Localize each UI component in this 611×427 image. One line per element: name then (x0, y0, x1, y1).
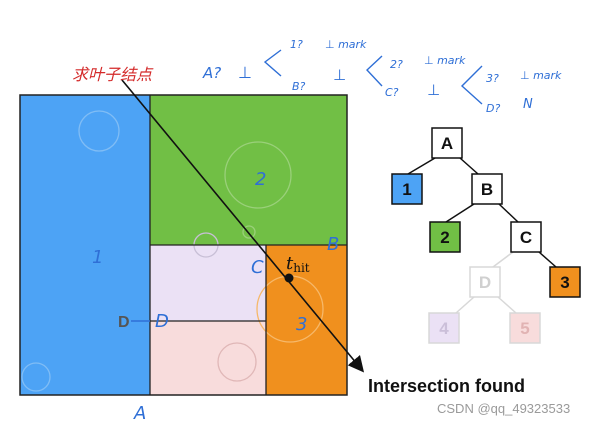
handwritten-notes: 求叶子结点 A? ⊥ 1? ⊥ mark B? ⊥ 2? ⊥ mark C? ⊥… (72, 38, 562, 115)
note-C-null: ⊥ (427, 81, 440, 99)
node-label: D (479, 273, 491, 292)
region-4-lavender (150, 245, 266, 321)
note-brace (366, 55, 383, 87)
node-box (469, 266, 501, 298)
tree-node-A: A (431, 127, 463, 159)
object-circle (224, 141, 292, 209)
object-circle (21, 362, 51, 392)
node-box (510, 221, 542, 253)
region-label-2: 2 (255, 169, 266, 190)
tree-node-D: D (469, 266, 501, 298)
tree-node-B: B (471, 173, 503, 205)
arrow-d-label: D (155, 311, 169, 332)
corner-label-D: D (118, 314, 130, 331)
object-circle (242, 225, 256, 239)
tree-edge (455, 296, 475, 314)
object-circle (217, 342, 257, 382)
node-label: C (520, 228, 532, 247)
region-label-3: 3 (296, 314, 307, 335)
note-brace (460, 65, 483, 105)
tree-edge (492, 251, 514, 268)
object-circle (78, 110, 120, 152)
tree-node-1: 1 (391, 173, 423, 205)
note-C-query: C? (385, 86, 399, 99)
node-box (431, 127, 463, 159)
note-1-query: 1? (290, 38, 303, 51)
tree-edge (407, 157, 436, 175)
note-1-mark: ⊥ mark (325, 38, 367, 51)
node-box (509, 312, 541, 344)
note-B-query: B? (292, 80, 306, 93)
node-label: 5 (520, 319, 529, 338)
tree-node-2: 2 (429, 221, 461, 253)
tree-node-4: 4 (428, 312, 460, 344)
node-box (428, 312, 460, 344)
corner-label-B: B (327, 234, 339, 255)
tree-node-C: C (510, 221, 542, 253)
node-box (549, 266, 581, 298)
hit-label-sub: hit (293, 261, 310, 275)
note-D-query: D? (486, 102, 500, 115)
region-labels: 1 2 3 A B C D D (92, 169, 339, 424)
node-box (429, 221, 461, 253)
bvh-tree: A 1 B 2 C D 3 4 (391, 127, 581, 344)
note-2-query: 2? (390, 58, 403, 71)
region-5-pink (150, 321, 266, 395)
node-label: A (441, 134, 453, 153)
tree-edge (459, 157, 479, 175)
region-1-blue (20, 95, 150, 395)
tree-edge (445, 203, 475, 223)
note-B-null: ⊥ (333, 66, 346, 84)
corner-label-A: A (133, 403, 146, 424)
scene-partition (19, 94, 348, 396)
tree-edge (498, 203, 519, 223)
tree-edge (538, 251, 557, 268)
note-brace (263, 49, 282, 77)
hit-point (284, 273, 294, 283)
tree-node-3: 3 (549, 266, 581, 298)
corner-label-C: C (251, 257, 264, 278)
ray-line (121, 79, 365, 373)
node-box (471, 173, 503, 205)
note-A-query: A? (202, 64, 221, 82)
note-D-null: N (523, 97, 533, 112)
note-A-null: ⊥ (238, 63, 252, 82)
ray: thit (121, 79, 365, 373)
node-box (391, 173, 423, 205)
region-label-1: 1 (92, 247, 103, 268)
node-label: 1 (402, 180, 411, 199)
node-label: B (481, 180, 493, 199)
tree-node-5: 5 (509, 312, 541, 344)
hit-label: thit (286, 253, 310, 275)
intersection-caption: Intersection found (368, 376, 525, 396)
note-2-mark: ⊥ mark (424, 54, 466, 67)
note-title-cn: 求叶子结点 (72, 65, 154, 84)
tree-edge (497, 296, 517, 314)
note-3-query: 3? (486, 72, 499, 85)
note-3-mark: ⊥ mark (520, 69, 562, 82)
node-label: 4 (439, 319, 449, 338)
node-label: 2 (440, 228, 449, 247)
watermark: CSDN @qq_49323533 (437, 401, 570, 416)
region-2-green (150, 95, 347, 245)
node-label: 3 (560, 273, 569, 292)
